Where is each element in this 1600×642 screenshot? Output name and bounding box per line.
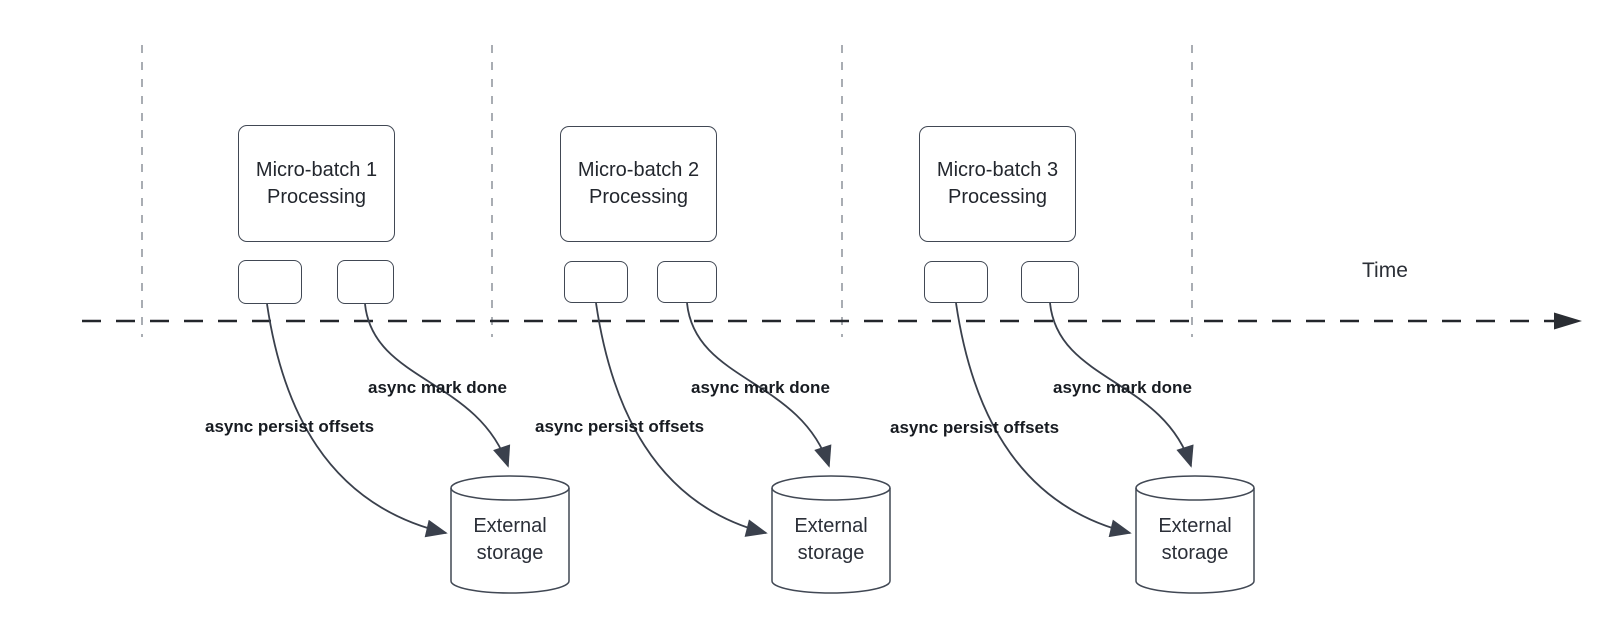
external-storage-cylinder — [450, 475, 570, 594]
mark-done-task-box — [657, 261, 717, 303]
micro-batch-1-processing-box: Micro-batch 1 Processing — [238, 125, 395, 242]
external-storage-cylinder — [771, 475, 891, 594]
micro-batch-3-processing-box: Micro-batch 3 Processing — [919, 126, 1076, 242]
box-title-line2: Processing — [589, 186, 688, 208]
mark-done-task-box — [1021, 261, 1079, 303]
persist-offsets-label: async persist offsets — [205, 417, 375, 436]
persist-offsets-label: async persist offsets — [535, 417, 705, 436]
external-storage-label: External storage — [451, 513, 569, 567]
mark-done-task-box — [337, 260, 394, 304]
time-axis-label: Time — [1362, 259, 1408, 282]
box-title-line1: Micro-batch 3 — [936, 159, 1059, 181]
box-title-line2: Processing — [948, 186, 1047, 208]
persist-offsets-arrow — [266, 303, 448, 538]
external-storage-label: External storage — [772, 513, 890, 567]
mark-done-arrow — [1049, 302, 1194, 468]
storage-label-line2: storage — [1161, 542, 1229, 564]
box-title-line2: Processing — [267, 185, 366, 208]
storage-label-line1: External — [1158, 515, 1232, 537]
persist-offsets-label: async persist offsets — [890, 418, 1060, 437]
storage-label-line1: External — [473, 515, 547, 537]
external-storage-cylinder — [1135, 475, 1255, 594]
persist-offsets-task-box — [238, 260, 302, 304]
storage-label-line2: storage — [476, 542, 544, 564]
box-title-line1: Micro-batch 2 — [577, 159, 700, 181]
persist-offsets-task-box — [924, 261, 988, 303]
storage-label-line2: storage — [797, 542, 865, 564]
mark-done-label: async mark done — [368, 378, 507, 397]
time-axis-arrowhead — [1554, 312, 1582, 330]
mark-done-arrow — [364, 303, 511, 468]
mark-done-label: async mark done — [1053, 378, 1192, 397]
mark-done-label: async mark done — [691, 378, 830, 397]
external-storage-label: External storage — [1136, 513, 1254, 567]
persist-offsets-arrow — [955, 302, 1132, 538]
storage-label-line1: External — [794, 515, 868, 537]
persist-offsets-task-box — [564, 261, 628, 303]
box-title-line1: Micro-batch 1 — [255, 158, 378, 181]
persist-offsets-arrow — [595, 302, 768, 537]
mark-done-arrow — [686, 302, 832, 468]
micro-batch-2-processing-box: Micro-batch 2 Processing — [560, 126, 717, 242]
